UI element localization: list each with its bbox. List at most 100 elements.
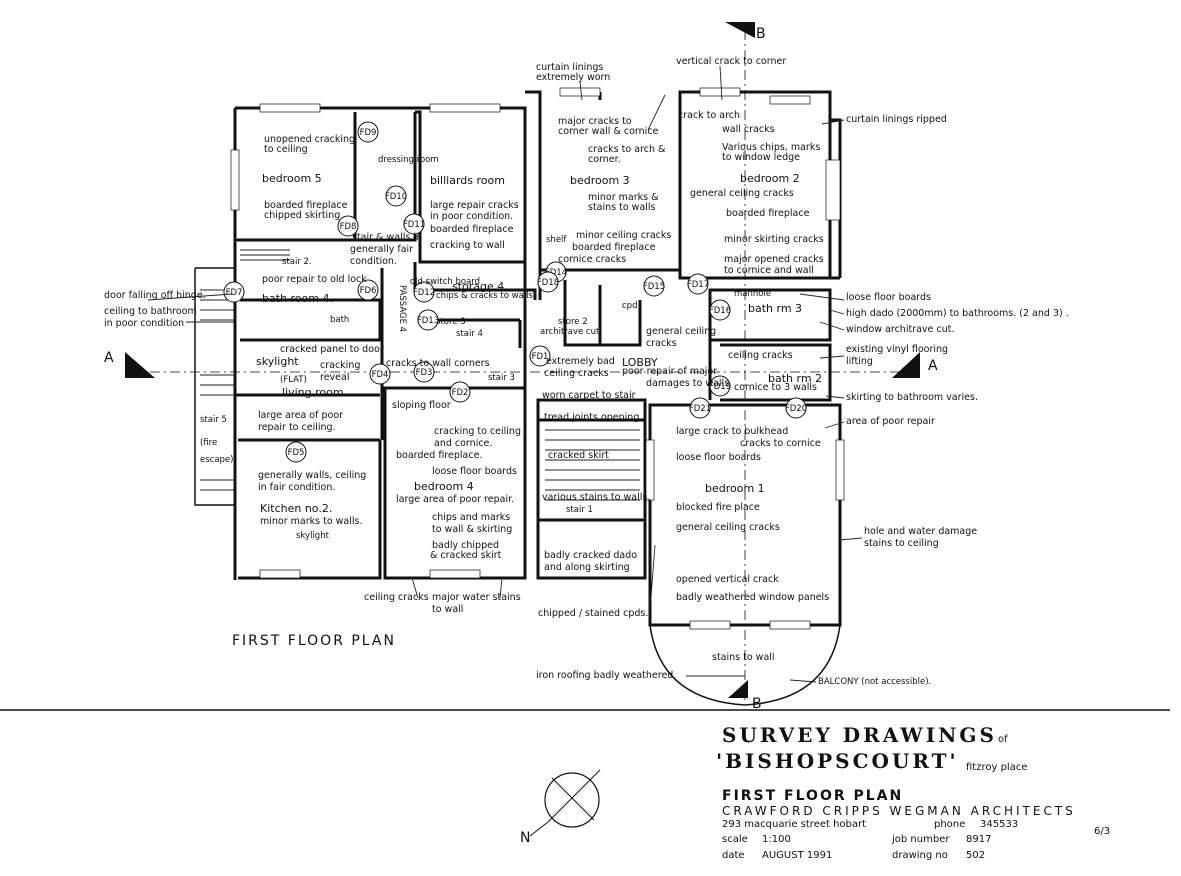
note: major cracks to (558, 116, 632, 127)
door-tag-circle (537, 271, 559, 293)
door-tag-circle (403, 213, 425, 235)
room-bedroom-5: bedroom 5 (262, 172, 322, 185)
room-stair-5: stair 5 (200, 415, 227, 425)
note: to cornice and wall (724, 265, 814, 276)
room-stair-3: stair 3 (488, 373, 515, 383)
room-skylight: skylight (256, 355, 299, 368)
note: damages to walls (646, 378, 729, 389)
room-flat: (FLAT) (280, 375, 307, 385)
north-arrow: N (520, 769, 601, 846)
title-scale-label: scale (722, 834, 748, 845)
room-living: living room (282, 386, 344, 399)
note: curtain linings (536, 62, 603, 73)
door-tag-circle (413, 281, 435, 303)
note: general ceiling (646, 326, 716, 337)
door-tag-label: FD12 (413, 288, 435, 298)
title-scale: 1:100 (762, 834, 791, 845)
note: general ceiling cracks (676, 522, 780, 533)
note: chipped / stained cpds. (538, 608, 648, 619)
note: unopened cracking (264, 134, 355, 145)
room-bedroom-1: bedroom 1 (705, 482, 765, 495)
door-tag-label: FD18 (537, 278, 559, 288)
room-stair-1: stair 1 (566, 505, 593, 515)
note: Various chips, marks (722, 142, 820, 153)
door-tag-circle (357, 121, 379, 143)
note: condition. (350, 256, 397, 267)
note: cracking to wall (430, 240, 505, 251)
room-stair-2: stair 2. (282, 257, 312, 267)
title-firm: CRAWFORD CRIPPS WEGMAN ARCHITECTS (722, 804, 1076, 818)
note: stains to ceiling (864, 538, 939, 549)
title-project: 'BISHOPSCOURT' (716, 749, 959, 773)
note: area of poor repair (846, 416, 935, 427)
title-drawing-label: drawing no (892, 850, 948, 861)
note: high dado (2000mm) to bathrooms. (2 and … (846, 308, 1069, 319)
note: tread joints opening (544, 412, 639, 423)
note: corner. (588, 154, 621, 165)
note: to window ledge (722, 152, 800, 163)
note: door falling off hinge. (104, 290, 206, 301)
note: loose floor boards (432, 466, 517, 477)
door-tag-label: FD6 (360, 286, 377, 296)
note: various stains to walls. (542, 492, 650, 503)
door-tag-circle (687, 273, 709, 295)
note: skirting to bathroom varies. (846, 392, 978, 403)
section-mark-a-west: A (104, 350, 116, 366)
door-tag-circle (709, 299, 731, 321)
note: reveal (320, 372, 349, 383)
room-fire: (fire (200, 438, 217, 448)
door-tag-circle (689, 397, 711, 419)
room-bath-rm-2: bath rm 2 (768, 372, 822, 385)
note: vertical crack to corner (676, 56, 786, 67)
note: minor marks to walls. (260, 516, 363, 527)
note: ceiling cracks (544, 368, 609, 379)
title-drawing: FIRST FLOOR PLAN (722, 788, 903, 804)
door-tag-label: FD17 (687, 280, 709, 290)
door-tag-label: FD16 (709, 306, 731, 316)
room-bath-rm-3: bath rm 3 (748, 302, 802, 315)
room-bath: bath (330, 315, 349, 325)
note: to wall (432, 604, 463, 615)
door-tag-circle (337, 215, 359, 237)
note: boarded fireplace (264, 200, 348, 211)
note: ceiling to bathroom (104, 306, 197, 317)
door-tag-circle (417, 309, 439, 331)
note: curtain linings ripped (846, 114, 947, 125)
note: major opened cracks (724, 254, 824, 265)
door-tag-circle (449, 381, 471, 403)
note: large crack to bulkhead (676, 426, 788, 437)
note: to wall & skirting (432, 524, 512, 535)
note: chips and marks (432, 512, 510, 523)
note: extremely worn (536, 72, 610, 83)
title-job-label: job number (891, 834, 950, 845)
room-kitchen: Kitchen no.2. (260, 502, 332, 515)
note: and along skirting (544, 562, 630, 573)
room-bathroom-4: bath room 4. (262, 292, 333, 305)
title-date: AUGUST 1991 (762, 850, 832, 861)
note: cracked skirt (548, 450, 609, 461)
title-phone-label: phone (934, 819, 965, 830)
room-dressing: dressing room (378, 155, 439, 165)
section-mark-b-north: B (756, 26, 768, 42)
note: loose floor boards (676, 452, 761, 463)
note: generally walls, ceiling (258, 470, 366, 481)
section-lines (125, 22, 920, 700)
note: generally fair (350, 244, 413, 255)
note: blocked fire place (676, 502, 760, 513)
note: stair & walls in (352, 232, 422, 243)
note: & cracked skirt (430, 550, 502, 561)
north-label: N (520, 830, 532, 846)
room-passage: PASSAGE 4 (397, 285, 407, 332)
door-tag-circle (643, 275, 665, 297)
door-tag-circle (709, 375, 731, 397)
door-tag-label: FD21 (689, 404, 711, 414)
note: and cornice. (434, 438, 492, 449)
note: boarded fireplace. (396, 450, 482, 461)
door-tag-circle (385, 185, 407, 207)
room-skylight-kitchen: skylight (296, 531, 330, 541)
room-store-3: store 3 (436, 317, 466, 327)
title-drawing-no: 502 (966, 850, 985, 861)
note: cracking to ceiling (434, 426, 521, 437)
note: opened vertical crack (676, 574, 779, 585)
